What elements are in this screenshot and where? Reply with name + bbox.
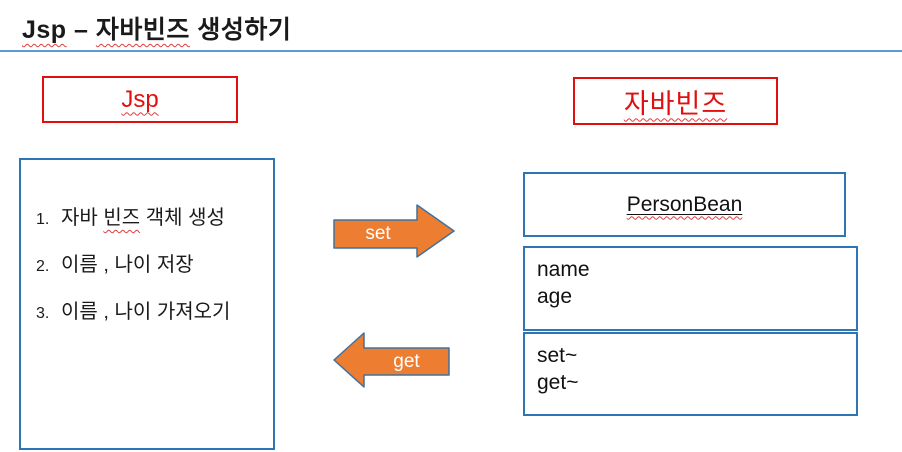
list-number: 2. bbox=[36, 258, 50, 275]
title-segment-jsp: Jsp bbox=[22, 16, 67, 44]
personbean-class-name: PersonBean bbox=[627, 193, 743, 217]
title-segment-dash: – bbox=[66, 16, 96, 44]
get-arrow-icon bbox=[333, 332, 450, 388]
javabeans-label: 자바빈즈 bbox=[623, 88, 728, 119]
javabeans-label-box: 자바빈즈 bbox=[573, 77, 778, 125]
list-text: 이름 , 나이 가져오기 bbox=[61, 301, 231, 323]
jsp-label: Jsp bbox=[121, 85, 159, 113]
personbean-class-box: PersonBean bbox=[523, 172, 846, 237]
list-text-segment: 객체 생성 bbox=[140, 207, 225, 229]
list-item-1: 1. 자바 빈즈 객체 생성 bbox=[21, 201, 273, 229]
list-item-2: 2. 이름 , 나이 저장 bbox=[21, 248, 273, 276]
jsp-label-box: Jsp bbox=[42, 76, 238, 123]
list-item-3: 3. 이름 , 나이 가져오기 bbox=[21, 295, 273, 323]
get-arrow-label: get bbox=[393, 351, 420, 372]
slide-title: Jsp – 자바빈즈 생성하기 bbox=[22, 10, 291, 46]
list-number: 1. bbox=[36, 211, 50, 228]
title-segment-create: 생성하기 bbox=[189, 16, 292, 44]
method-set: set~ bbox=[537, 344, 578, 367]
field-name: name bbox=[537, 258, 590, 281]
personbean-class-name-text: PersonBean bbox=[626, 192, 743, 216]
list-number: 3. bbox=[36, 305, 50, 322]
set-arrow-label: set bbox=[365, 223, 391, 244]
field-age: age bbox=[537, 285, 573, 308]
title-divider-line bbox=[0, 50, 902, 52]
title-segment-javabeans: 자바빈즈 bbox=[95, 16, 190, 44]
method-get: get~ bbox=[537, 371, 579, 394]
list-text-segment: 자바 bbox=[61, 207, 104, 229]
set-arrow-icon bbox=[333, 204, 455, 258]
personbean-fields-box: name age bbox=[523, 246, 858, 331]
personbean-methods-box: set~ get~ bbox=[523, 332, 858, 416]
list-text-segment-wavy: 빈즈 bbox=[103, 207, 141, 229]
list-text: 이름 , 나이 저장 bbox=[61, 254, 194, 276]
list-text: 자바 빈즈 객체 생성 bbox=[61, 201, 225, 230]
jsp-steps-box: 1. 자바 빈즈 객체 생성 2. 이름 , 나이 저장 3. 이름 , 나이 … bbox=[19, 158, 275, 450]
